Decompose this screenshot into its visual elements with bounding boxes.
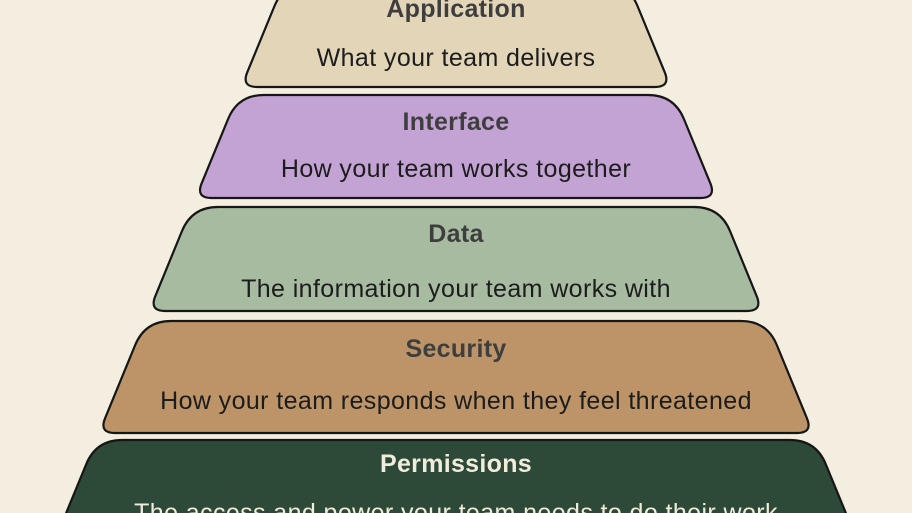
application-layer-subtitle: What your team delivers <box>317 44 596 72</box>
pyramid-layer-interface: Interface How your team works together <box>198 93 714 200</box>
interface-layer-shape <box>198 93 714 200</box>
data-layer-shape <box>152 205 760 313</box>
permissions-layer-subtitle: The access and power your team needs to … <box>134 499 778 513</box>
application-layer-shape <box>244 0 668 89</box>
security-layer-subtitle: How your team responds when they feel th… <box>160 387 752 415</box>
interface-layer-title: Interface <box>403 108 510 136</box>
interface-layer-subtitle: How your team works together <box>281 155 631 183</box>
permissions-layer-shape <box>64 438 848 513</box>
security-layer-title: Security <box>405 335 506 363</box>
data-layer-subtitle: The information your team works with <box>241 275 671 303</box>
pyramid-layer-permissions: Permissions The access and power your te… <box>64 438 848 513</box>
pyramid-layer-security: Security How your team responds when the… <box>102 319 810 435</box>
application-layer-title: Application <box>386 0 525 23</box>
pyramid-layer-application: Application What your team delivers <box>244 0 668 89</box>
security-layer-shape <box>102 319 810 435</box>
permissions-layer-title: Permissions <box>380 450 532 478</box>
data-layer-title: Data <box>428 220 484 248</box>
pyramid-layer-data: Data The information your team works wit… <box>152 205 760 313</box>
